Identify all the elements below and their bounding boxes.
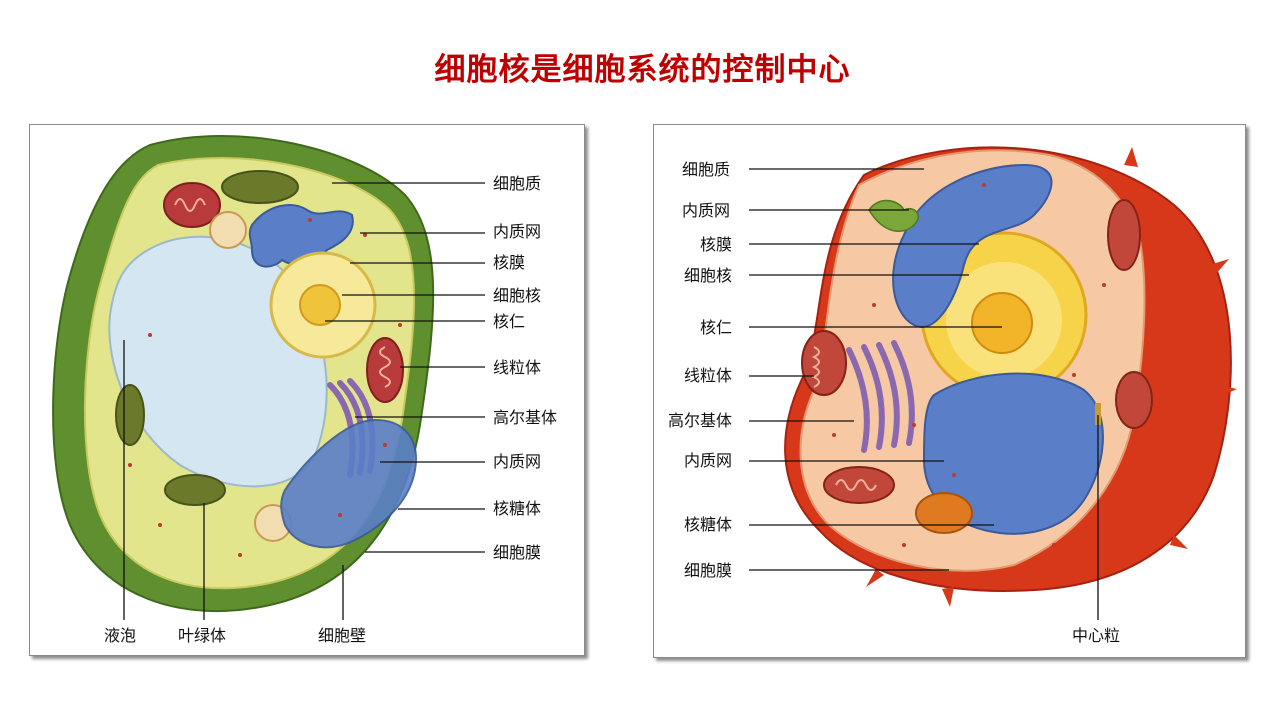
- mitochondrion: [801, 330, 847, 396]
- chloroplast: [221, 170, 299, 204]
- animal-er: [892, 163, 1053, 328]
- label-cytoplasm: 细胞质: [493, 174, 542, 193]
- label-cell-membrane: 细胞膜: [684, 561, 733, 580]
- label-nuclear-membrane: 核膜: [493, 253, 526, 272]
- animal-golgi: [846, 340, 915, 453]
- mitochondrion: [163, 182, 221, 228]
- label-er: 内质网: [493, 222, 542, 241]
- page-title: 细胞核是细胞系统的控制中心: [434, 52, 851, 88]
- animal-nucleolus: [971, 292, 1033, 354]
- plant-er: [280, 418, 417, 549]
- animal-er: [922, 372, 1104, 535]
- label-chloroplast: 叶绿体: [178, 626, 227, 645]
- label-ribosome: 核糖体: [684, 515, 733, 534]
- animal-cell-panel: 细胞质 内质网 核膜 细胞核 核仁 线粒体 高尔基体 内质网 核糖体 细胞膜 中…: [653, 124, 1246, 658]
- label-nucleolus: 核仁: [493, 312, 526, 331]
- label-nucleus: 细胞核: [684, 266, 733, 285]
- label-cytoplasm: 细胞质: [682, 160, 731, 179]
- animal-cell-diagram: [749, 146, 1237, 620]
- plant-nucleolus: [299, 284, 341, 326]
- centriole: [1095, 403, 1101, 425]
- label-cell-membrane: 细胞膜: [493, 543, 542, 562]
- label-er: 内质网: [493, 452, 542, 471]
- label-nuclear-membrane: 核膜: [700, 235, 733, 254]
- label-nucleus: 细胞核: [493, 286, 542, 305]
- chloroplast: [115, 384, 145, 446]
- plant-er: [248, 204, 354, 268]
- plant-cell-panel: 细胞质 内质网 核膜 细胞核 核仁 线粒体 高尔基体 内质网 核糖体 细胞膜 液…: [29, 124, 585, 656]
- plant-cell-diagram: [52, 134, 485, 620]
- mitochondrion: [366, 337, 404, 403]
- label-mitochondria: 线粒体: [684, 366, 733, 385]
- mitochondrion: [1107, 199, 1141, 271]
- mitochondrion: [823, 466, 895, 504]
- label-er: 内质网: [682, 201, 731, 220]
- mitochondrion: [1115, 371, 1153, 429]
- label-golgi: 高尔基体: [668, 411, 733, 430]
- label-nucleolus: 核仁: [700, 318, 733, 337]
- label-centriole: 中心粒: [1072, 626, 1121, 645]
- label-er: 内质网: [684, 451, 733, 470]
- label-mitochondria: 线粒体: [493, 358, 542, 377]
- label-cell-wall: 细胞壁: [318, 626, 367, 645]
- label-ribosome: 核糖体: [493, 499, 542, 518]
- chloroplast: [164, 474, 226, 506]
- label-vacuole: 液泡: [104, 626, 137, 645]
- label-golgi: 高尔基体: [493, 408, 558, 427]
